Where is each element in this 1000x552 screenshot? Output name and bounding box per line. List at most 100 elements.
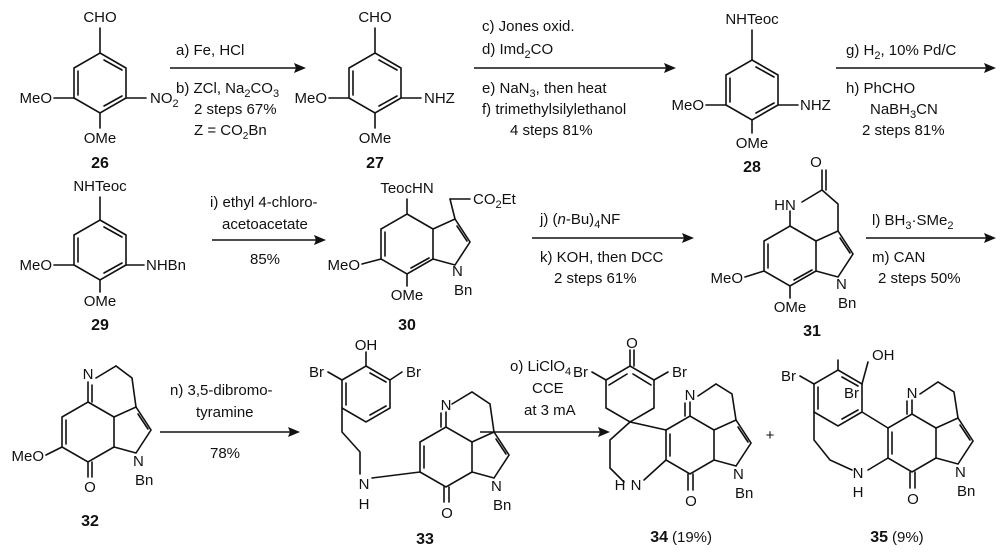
imine-n-label: N [83, 366, 94, 383]
amine-h-label: H [615, 477, 626, 494]
indole-n-label: N [133, 453, 144, 470]
lactam-oxygen-label: O [810, 154, 822, 171]
compound-number: 35 [870, 529, 888, 546]
compound-number: 30 [398, 317, 416, 334]
quinone-oxygen-label: O [441, 505, 453, 522]
methoxy-label: MeO [294, 90, 327, 107]
condition-text: Z = CO2Bn [194, 122, 267, 142]
indole-n-label: N [491, 478, 502, 495]
condition-text: 2 steps 81% [862, 122, 945, 139]
step-arrow-j-k: j) (n-Bu)4NF k) KOH, then DCC 2 steps 61… [532, 211, 694, 287]
benzyl-label: Bn [454, 282, 472, 299]
amine-n-label: N [359, 476, 370, 493]
compound-30: TeocHN CO2Et MeO OMe N Bn 30 [327, 180, 516, 334]
nhteoc-label: NHTeoc [73, 178, 127, 195]
condition-text: g) H2, 10% Pd/C [846, 42, 957, 62]
step-arrow-o: o) LiClO4 CCE at 3 mA [480, 358, 610, 437]
condition-text: acetoacetate [222, 216, 308, 233]
hydroxyl-label: OH [355, 337, 378, 354]
indole-n-label: N [836, 276, 847, 293]
condition-text: o) LiClO4 [510, 358, 571, 378]
ester-label: CO2Et [473, 191, 517, 211]
compound-34: O Br Br N N H O N Bn 34 (19%) [573, 335, 753, 546]
condition-text: tyramine [196, 404, 254, 421]
bromo-label: Br [781, 368, 796, 385]
lactam-nh-label: HN [774, 197, 796, 214]
condition-text: l) BH3·SMe2 [872, 212, 953, 232]
quinone-oxygen-label: O [907, 491, 919, 508]
amine-h-label: H [359, 496, 370, 513]
condition-text: 2 steps 61% [554, 270, 637, 287]
bromo-label: Br [573, 364, 588, 381]
methoxy-label: OMe [84, 293, 117, 310]
step-arrow-n: n) 3,5-dibromo- tyramine 78% [160, 382, 300, 462]
nhteoc-label: TeocHN [380, 180, 433, 197]
compound-number: 26 [91, 155, 109, 172]
methoxy-label: MeO [11, 448, 44, 465]
benzyl-label: Bn [838, 295, 856, 312]
amine-n-label: N [853, 465, 864, 482]
condition-text: 78% [210, 445, 240, 462]
methoxy-label: MeO [671, 97, 704, 114]
compound-number: 29 [91, 317, 109, 334]
condition-text: 2 steps 50% [878, 270, 961, 287]
condition-text: n) 3,5-dibromo- [170, 382, 273, 399]
compound-33: OH Br Br N N H O N Bn 33 [309, 337, 511, 548]
condition-text: j) (n-Bu)4NF [539, 211, 620, 231]
yield-label: (19%) [672, 529, 712, 546]
compound-26: CHO NO2 MeO OMe 26 [19, 9, 178, 172]
nhteoc-label: NHTeoc [725, 11, 779, 28]
indole-n-label: N [733, 466, 744, 483]
condition-text: f) trimethylsilylethanol [482, 101, 626, 118]
condition-text: 4 steps 81% [510, 122, 593, 139]
step-arrow-i: i) ethyl 4-chloro- acetoacetate 85% [210, 194, 326, 268]
condition-text: k) KOH, then DCC [540, 249, 664, 266]
amine-n-label: N [631, 477, 642, 494]
hydroxyl-label: OH [872, 347, 895, 364]
methoxy-label: MeO [710, 270, 743, 287]
bromo-label: Br [406, 364, 421, 381]
imine-n-label: N [907, 385, 918, 402]
imine-n-label: N [441, 397, 452, 414]
quinone-oxygen-label: O [84, 479, 96, 496]
methoxy-label: OMe [84, 130, 117, 147]
step-arrow-l-m: l) BH3·SMe2 m) CAN 2 steps 50% [866, 212, 996, 287]
nhbn-label: NHBn [146, 257, 186, 274]
condition-text: 85% [250, 251, 280, 268]
condition-text: c) Jones oxid. [482, 18, 575, 35]
condition-text: m) CAN [872, 249, 925, 266]
condition-text: at 3 mA [524, 402, 576, 419]
methoxy-label: OMe [736, 135, 769, 152]
condition-text: i) ethyl 4-chloro- [210, 194, 318, 211]
nhz-label: NHZ [424, 90, 455, 107]
compound-number: 27 [366, 155, 384, 172]
step-arrow-g-h: g) H2, 10% Pd/C h) PhCHO NaBH3CN 2 steps… [836, 42, 996, 139]
formyl-label: CHO [358, 9, 391, 26]
condition-text: e) NaN3, then heat [482, 80, 607, 100]
compound-28: NHTeoc NHZ MeO OMe 28 [671, 11, 830, 176]
compound-number: 34 [650, 529, 668, 546]
condition-text: a) Fe, HCl [176, 42, 244, 59]
bromo-label: Br [844, 385, 859, 402]
methoxy-label: MeO [19, 90, 52, 107]
condition-text: CCE [532, 380, 564, 397]
quinone-oxygen-label: O [685, 493, 697, 510]
nitro-label: NO2 [150, 90, 179, 110]
imine-n-label: N [685, 387, 696, 404]
bromo-label: Br [309, 364, 324, 381]
compound-number: 32 [81, 513, 99, 530]
condition-text: b) ZCl, Na2CO3 [176, 80, 279, 100]
dienone-oxygen-label: O [626, 335, 638, 352]
compound-31: O HN MeO OMe N Bn 31 [710, 154, 856, 340]
condition-text: d) Imd2CO [482, 41, 553, 61]
compound-27: CHO NHZ MeO OMe 27 [294, 9, 454, 172]
step-arrow-a-b: a) Fe, HCl b) ZCl, Na2CO3 2 steps 67% Z … [170, 42, 306, 142]
condition-text: h) PhCHO [846, 80, 915, 97]
benzyl-label: Bn [735, 485, 753, 502]
amine-h-label: H [853, 484, 864, 501]
condition-text: 2 steps 67% [194, 101, 277, 118]
compound-35: OH Br Br N N H O N Bn 35 (9%) [781, 347, 975, 546]
compound-number: 31 [803, 323, 821, 340]
benzyl-label: Bn [135, 472, 153, 489]
